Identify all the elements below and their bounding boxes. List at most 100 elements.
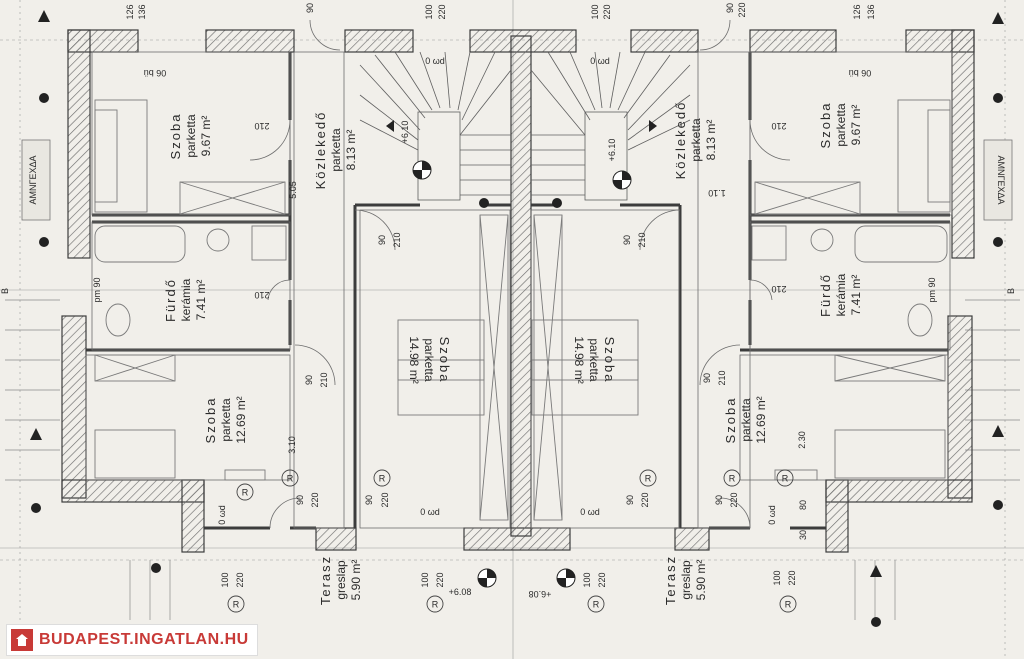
dimension-label: 90 — [702, 373, 712, 383]
radiator-label: R — [645, 474, 652, 484]
room-floor: parketta — [834, 103, 848, 147]
desk-left — [224, 469, 266, 481]
radiator-circle-icon — [281, 469, 299, 487]
dimension-label: 126 — [125, 4, 135, 19]
exterior-walls — [61, 29, 975, 553]
dimension-label: 90 — [295, 495, 305, 505]
dimension-label: 3.10 — [287, 436, 297, 454]
dimension-label: 100 — [582, 572, 592, 587]
radiator-marker: R — [779, 595, 797, 613]
room-name: Szoba — [818, 102, 833, 149]
radiator-marker: R — [776, 469, 794, 487]
dimension-label: 220 — [310, 492, 320, 507]
side-stamp-right: ΑΜΝΓΕΧΔΑ — [996, 156, 1006, 205]
dimension-label: 90 — [725, 3, 735, 13]
desk-right — [774, 469, 818, 481]
dimension-label: 0 ωd — [590, 56, 610, 66]
dimension-label: 220 — [235, 572, 245, 587]
side-stamp-left: ΑΜΝΓΕΧΔΑ — [28, 156, 38, 205]
radiator-circle-icon — [779, 595, 797, 613]
door-swings — [249, 19, 791, 529]
room-area: 7.41 m² — [194, 280, 208, 321]
radiator-marker: R — [639, 469, 657, 487]
furniture — [94, 99, 951, 521]
room-name: Fürdő — [163, 278, 178, 322]
radiator-circle-icon — [236, 483, 254, 501]
wardrobe-right-bottom — [834, 354, 946, 382]
room-area: 8.13 m² — [344, 130, 358, 171]
side-stamp-right-box — [983, 139, 1013, 221]
outline-lines — [85, 51, 953, 529]
axis-letter-right: B — [1006, 288, 1016, 294]
room-name: Közlekedő — [673, 101, 688, 180]
room-floor: parketta — [422, 338, 436, 382]
dimension-label: 2.30 — [797, 431, 807, 449]
dimension-label: 220 — [787, 570, 797, 585]
dimension-label: 100 — [420, 572, 430, 587]
wardrobe-left-bottom — [94, 354, 176, 382]
dimension-label: 220 — [729, 492, 739, 507]
dimension-label: pm 90 — [92, 277, 102, 302]
room-area: 8.13 m² — [704, 120, 718, 161]
dimension-label: 0 ωd — [420, 507, 440, 517]
level-marker-icons — [412, 160, 632, 588]
wardrobe-left-top — [179, 181, 286, 215]
axis-letter-left: B — [0, 288, 10, 294]
dimension-label: +6.10 — [607, 139, 617, 162]
room-name: Közlekedő — [313, 111, 328, 190]
room-name: Szoba — [168, 113, 183, 160]
dimension-label: 1.10 — [708, 188, 726, 198]
radiator-circle-icon — [723, 469, 741, 487]
dimension-label: 126 — [852, 4, 862, 19]
room-floor: kerámia — [834, 273, 848, 316]
bed-right-bottom — [834, 429, 946, 479]
radiator-marker: R — [723, 469, 741, 487]
bed-left-bottom — [94, 429, 176, 479]
dimension-label: 06 bü — [849, 68, 872, 78]
bathtub-right — [854, 225, 948, 263]
room-floor: parketta — [739, 398, 753, 442]
dimension-label: 220 — [640, 492, 650, 507]
watermark-text: BUDAPEST.INGATLAN.HU — [39, 631, 249, 648]
bed-left-top — [94, 99, 148, 213]
dimension-label: 90 — [714, 495, 724, 505]
dimension-label: 90 — [304, 375, 314, 385]
room-area: 14.98 m² — [572, 336, 586, 383]
radiator-marker: R — [281, 469, 299, 487]
dimension-label: 80 — [798, 500, 808, 510]
dimension-label: 0 ωd — [580, 507, 600, 517]
room-name: Szoba — [437, 337, 452, 384]
radiator-circle-icon — [776, 469, 794, 487]
dimension-label: 210 — [254, 290, 269, 300]
radiator-circle-icon — [639, 469, 657, 487]
radiator-circle-icon — [426, 595, 444, 613]
dimension-label: +6.08 — [449, 587, 472, 597]
dimension-label: 220 — [380, 492, 390, 507]
room-floor: parketta — [689, 118, 703, 162]
radiator-label: R — [379, 474, 386, 484]
dimension-label: 210 — [254, 121, 269, 131]
dimension-label: 220 — [435, 572, 445, 587]
watermark: BUDAPEST.INGATLAN.HU — [6, 624, 258, 656]
dimension-label: 90 — [364, 495, 374, 505]
radiator-label: R — [233, 600, 240, 610]
dimension-label: 5.05 — [288, 181, 298, 199]
dimension-label: 100 — [220, 572, 230, 587]
dimension-label: +6.08 — [529, 589, 552, 599]
dimension-label: 136 — [137, 4, 147, 19]
radiator-label: R — [729, 474, 736, 484]
wardrobe-right-top — [754, 181, 861, 215]
dimension-label: pm 90 — [927, 277, 937, 302]
dimension-label: 220 — [597, 572, 607, 587]
sink-right — [810, 228, 834, 252]
dimension-label: 220 — [437, 4, 447, 19]
